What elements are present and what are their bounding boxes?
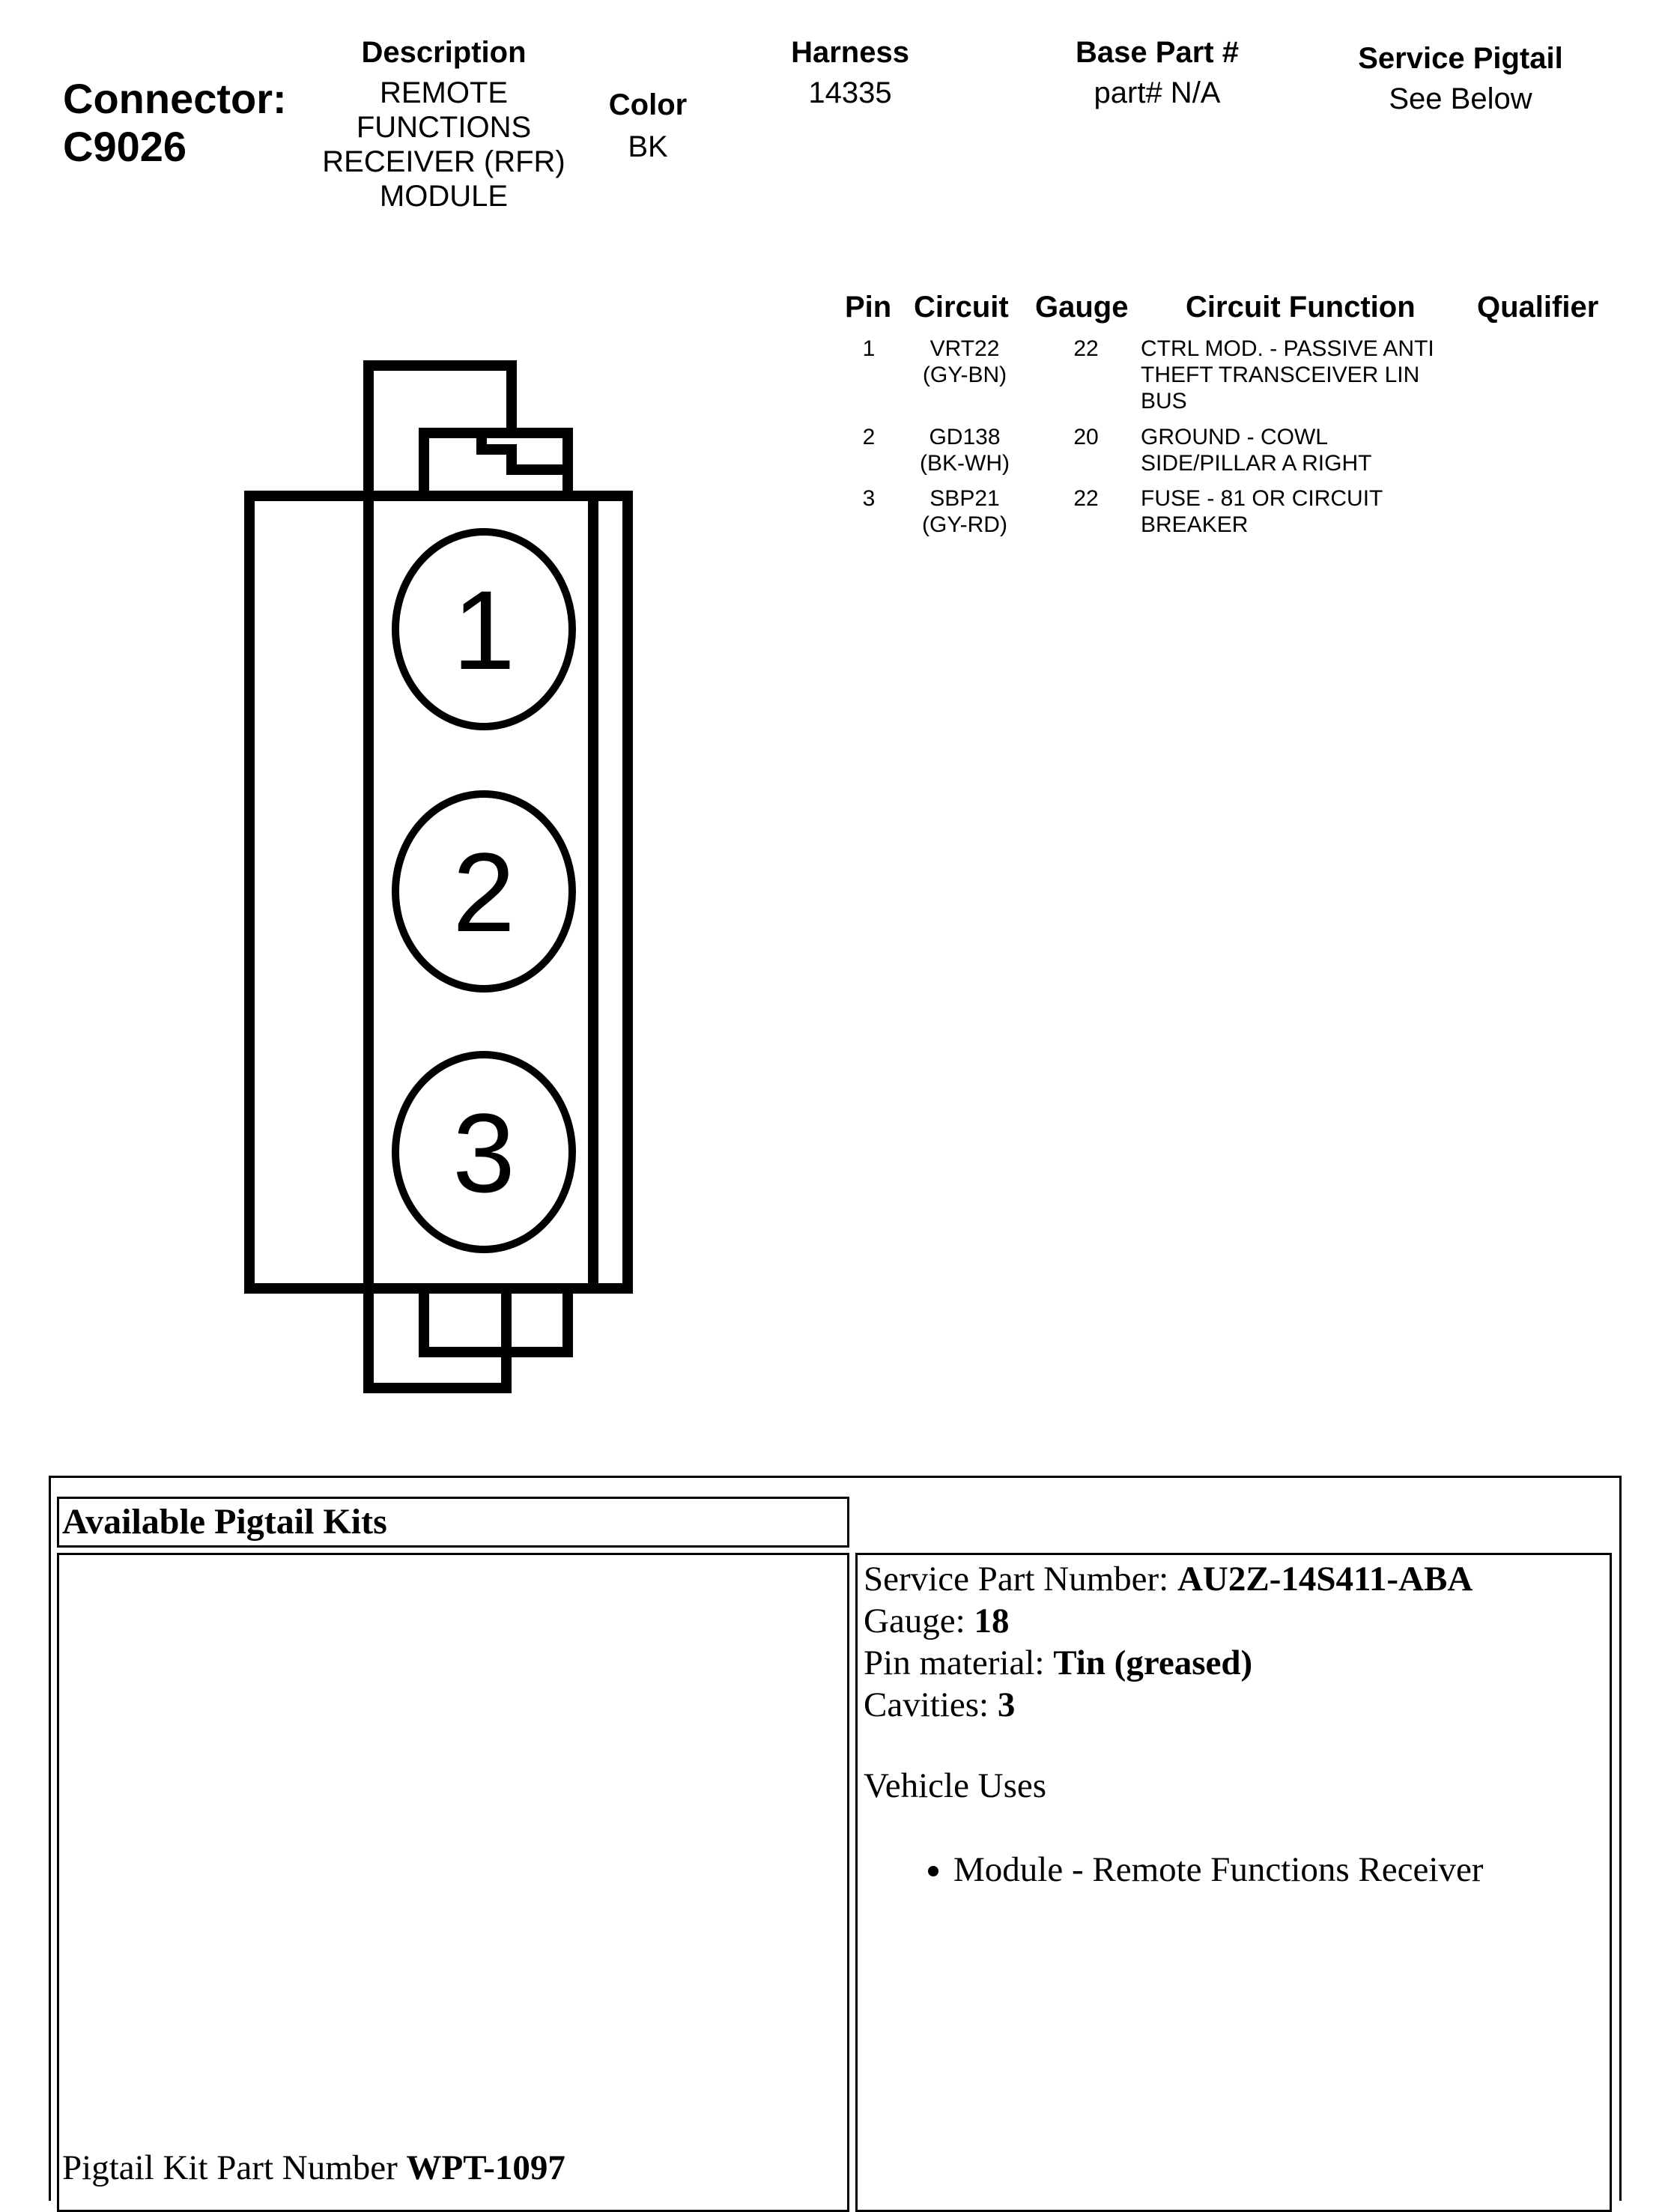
pigtail-cavities: Cavities: 3: [864, 1685, 1016, 1724]
pigtail-section-title: Available Pigtail Kits: [62, 1502, 387, 1542]
service-part-number: Service Part Number: AU2Z-14S411-ABA: [864, 1560, 1473, 1599]
pigtail-image-cell: Pigtail Kit Part Number WPT-1097: [57, 1553, 849, 2212]
row2-function: GROUND - COWL SIDE/PILLAR A RIGHT: [1141, 425, 1372, 476]
row3-function: FUSE - 81 OR CIRCUIT BREAKER: [1141, 486, 1383, 537]
vehicle-uses-title: Vehicle Uses: [864, 1766, 1047, 1805]
vehicle-use-item: Module - Remote Functions Receiver: [953, 1849, 1604, 1891]
connector-title: Connector: C9026: [63, 75, 287, 171]
row1-gauge: 22: [1073, 336, 1099, 361]
harness-value: 14335: [808, 76, 892, 109]
cavity-2-label: 2: [452, 829, 515, 955]
cavity-1-label: 1: [452, 567, 515, 693]
row1-function: CTRL MOD. - PASSIVE ANTI THEFT TRANSCEIV…: [1141, 336, 1434, 413]
row1-circuit: VRT22 (GY-BN): [922, 336, 1007, 387]
row3-gauge: 22: [1073, 486, 1099, 511]
connector-label: Connector:: [63, 75, 287, 122]
connector-id: C9026: [63, 123, 187, 170]
connector-face-diagram: 1 2 3: [244, 360, 633, 1393]
col-header-gauge: Gauge: [1035, 291, 1129, 324]
base-part-value: part# N/A: [1094, 76, 1221, 109]
col-header-circuit: Circuit: [914, 291, 1009, 324]
pigtail-gauge: Gauge: 18: [864, 1602, 1010, 1640]
vehicle-uses-list: Module - Remote Functions Receiver: [864, 1849, 1604, 1891]
cavity-1-ring: [392, 528, 576, 730]
top-latch-outer: [363, 360, 517, 501]
service-pigtail-label: Service Pigtail: [1358, 42, 1563, 75]
harness-column: Harness 14335: [756, 36, 944, 110]
color-label: Color: [608, 88, 688, 121]
pigtail-pin-material: Pin material: Tin (greased): [864, 1643, 1253, 1682]
cavity-2-ring: [392, 790, 576, 993]
color-value: BK: [628, 130, 668, 163]
pigtail-section-title-box: Available Pigtail Kits: [57, 1497, 849, 1548]
harness-label: Harness: [791, 36, 909, 69]
description-label: Description: [361, 36, 527, 69]
housing-outline: [244, 491, 633, 1294]
row3-circuit: SBP21 (GY-RD): [922, 486, 1007, 537]
pigtail-section-right-border: [1619, 1476, 1622, 2201]
pigtail-details-cell: Service Part Number: AU2Z-14S411-ABA Gau…: [855, 1553, 1612, 2212]
row2-gauge: 20: [1073, 425, 1099, 449]
base-part-column: Base Part # part# N/A: [1034, 36, 1281, 110]
cavity-3-ring: [392, 1051, 576, 1253]
description-column: Description REMOTE FUNCTIONS RECEIVER (R…: [300, 36, 588, 213]
bottom-latch-inner: [419, 1283, 573, 1357]
row2-circuit: GD138 (BK-WH): [920, 425, 1010, 476]
col-header-pin: Pin: [845, 291, 892, 324]
color-column: Color BK: [584, 88, 712, 164]
service-pigtail-column: Service Pigtail See Below: [1318, 42, 1603, 116]
service-pigtail-value: See Below: [1389, 82, 1532, 115]
description-value: REMOTE FUNCTIONS RECEIVER (RFR) MODULE: [322, 76, 565, 213]
col-header-qualifier: Qualifier: [1477, 291, 1599, 324]
col-header-circuit-function: Circuit Function: [1186, 291, 1416, 324]
row2-pin: 2: [862, 425, 876, 449]
row3-pin: 3: [862, 486, 876, 511]
bottom-latch-outer: [363, 1283, 512, 1393]
pigtail-kit-part-number: Pigtail Kit Part Number WPT-1097: [62, 2148, 565, 2187]
base-part-label: Base Part #: [1076, 36, 1239, 69]
pigtail-section-left-border: [49, 1476, 51, 2201]
row1-pin: 1: [862, 336, 876, 361]
pigtail-section-top-border: [49, 1476, 1622, 1478]
cavity-3-label: 3: [452, 1090, 515, 1216]
top-latch-inner: [419, 428, 573, 501]
